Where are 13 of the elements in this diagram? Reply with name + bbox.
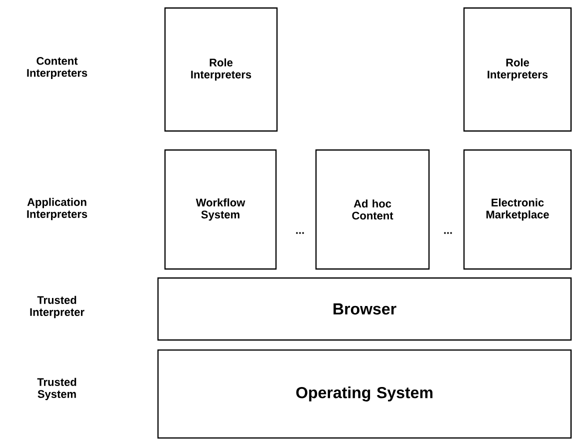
row-label: Content Interpreters — [27, 57, 88, 79]
layer-box: Browser — [157, 277, 572, 341]
interpreter-box: Electronic Marketplace — [463, 149, 572, 270]
row-label: Trusted Interpreter — [30, 296, 84, 318]
interpreter-box: Ad hoc Content — [315, 149, 430, 270]
row-label: Trusted System — [37, 378, 76, 400]
row-label: Application Interpreters — [27, 198, 88, 220]
interpreter-box: Workflow System — [164, 149, 277, 270]
interpreter-box: Role Interpreters — [164, 7, 278, 132]
layer-box: Operating System — [157, 349, 572, 439]
ellipsis: ... — [444, 232, 452, 234]
interpreter-box: Role Interpreters — [463, 7, 572, 132]
ellipsis: ... — [296, 232, 304, 234]
